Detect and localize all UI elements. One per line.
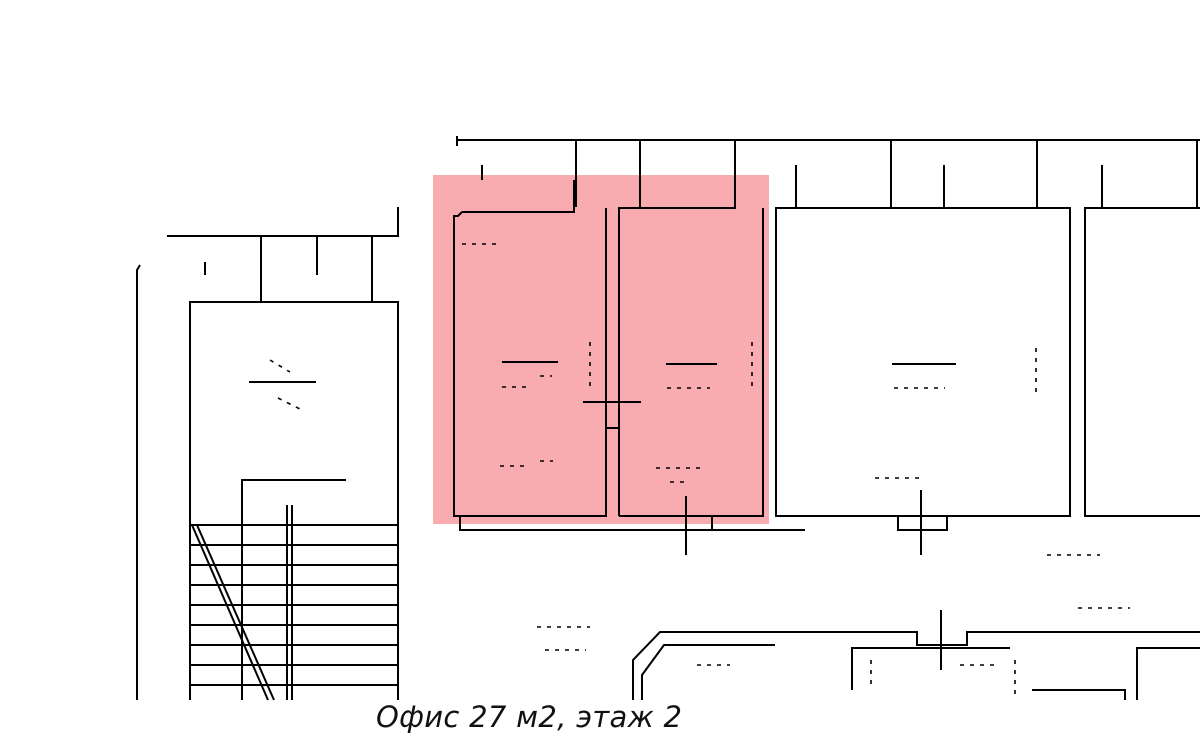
office-caption: Офис 27 м2, этаж 2 bbox=[376, 700, 683, 734]
office-highlight[interactable] bbox=[433, 175, 769, 524]
